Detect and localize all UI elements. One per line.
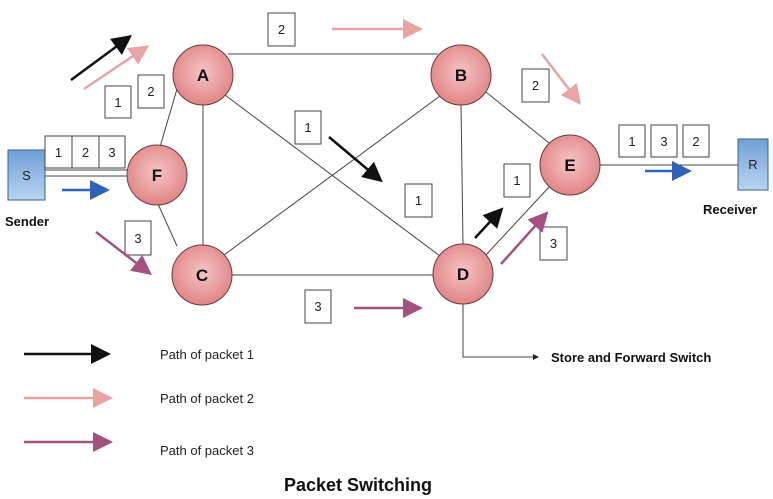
link-F-C — [157, 203, 178, 247]
diagram-title: Packet Switching — [284, 475, 432, 495]
links — [45, 53, 738, 360]
packet-box — [404, 183, 433, 218]
path-arrows — [62, 19, 692, 318]
node-D — [432, 243, 494, 305]
packet3-arrow — [500, 211, 549, 265]
receiver-box-label: R — [748, 157, 757, 172]
packet-label: 1 — [114, 95, 121, 110]
node-A-label: A — [197, 66, 209, 85]
legend-packet1-label: Path of packet 1 — [160, 347, 254, 362]
sender-queue-label-2: 2 — [82, 145, 89, 160]
link-B-E — [485, 91, 550, 144]
packet-label: 1 — [304, 120, 311, 135]
sender-queue-label-1: 1 — [55, 145, 62, 160]
link-C-B — [223, 95, 441, 256]
packet-box — [104, 85, 132, 119]
receiver-caption: Receiver — [703, 202, 757, 217]
receiver-box — [737, 138, 769, 191]
receiver-queue-label-1: 1 — [628, 134, 635, 149]
packet-box — [521, 68, 550, 103]
packet-label: 3 — [134, 231, 141, 246]
node-A — [172, 44, 234, 106]
nodes — [126, 44, 601, 306]
sender: S Sender — [5, 149, 49, 229]
receiver-queue-cell — [618, 124, 646, 158]
node-B-label: B — [455, 66, 467, 85]
node-C-label: C — [196, 266, 208, 285]
receiver-queue-label-2: 3 — [660, 134, 667, 149]
receiver-queue-cell — [650, 124, 678, 158]
packet-label: 2 — [147, 84, 154, 99]
packet-boxes — [104, 12, 568, 324]
packet-label: 3 — [314, 299, 321, 314]
link-F-A — [159, 88, 178, 148]
packet2-arrow — [541, 53, 582, 105]
legend-packet3-label: Path of packet 3 — [160, 443, 254, 458]
legend-packet2-label: Path of packet 2 — [160, 391, 254, 406]
packet-box — [267, 12, 296, 47]
packet-box — [294, 110, 322, 145]
sender-queue-label-3: 3 — [108, 145, 115, 160]
packet-label: 2 — [532, 78, 539, 93]
packet1-arrow — [328, 136, 383, 183]
packet-label: 1 — [513, 173, 520, 188]
sender-queue-cell — [98, 135, 126, 169]
packet1-arrow — [474, 207, 504, 239]
sender-box — [7, 149, 46, 201]
packet2-arrow — [83, 45, 150, 91]
node-D-label: D — [457, 265, 469, 284]
sender-box-label: S — [22, 168, 31, 183]
receiver-queue-cell — [682, 124, 710, 158]
annotation-leader-line — [462, 304, 539, 360]
legend: Path of packet 1 Path of packet 2 Path o… — [24, 344, 254, 458]
packet-label: 3 — [550, 236, 557, 251]
packet-box — [304, 289, 332, 324]
receiver-queue — [618, 124, 710, 158]
node-F-label: F — [152, 166, 162, 185]
node-B — [430, 44, 492, 106]
packet-label: 1 — [415, 193, 422, 208]
packet1-arrow — [70, 35, 133, 82]
link-B-D — [460, 103, 464, 246]
sender-caption: Sender — [5, 214, 49, 229]
node-F — [126, 144, 188, 206]
packet-box — [124, 220, 152, 256]
node-C — [171, 244, 233, 306]
sender-queue — [44, 135, 126, 169]
packet-box — [137, 74, 165, 109]
node-E-label: E — [564, 156, 575, 175]
packet3-arrow — [95, 231, 152, 276]
node-E — [539, 134, 601, 196]
store-forward-annotation: Store and Forward Switch — [551, 350, 711, 365]
receiver-queue-label-3: 2 — [692, 134, 699, 149]
packet-box — [503, 163, 531, 198]
link-D-E — [484, 185, 551, 257]
packet-label: 2 — [278, 22, 285, 37]
receiver: R Receiver — [703, 138, 769, 217]
